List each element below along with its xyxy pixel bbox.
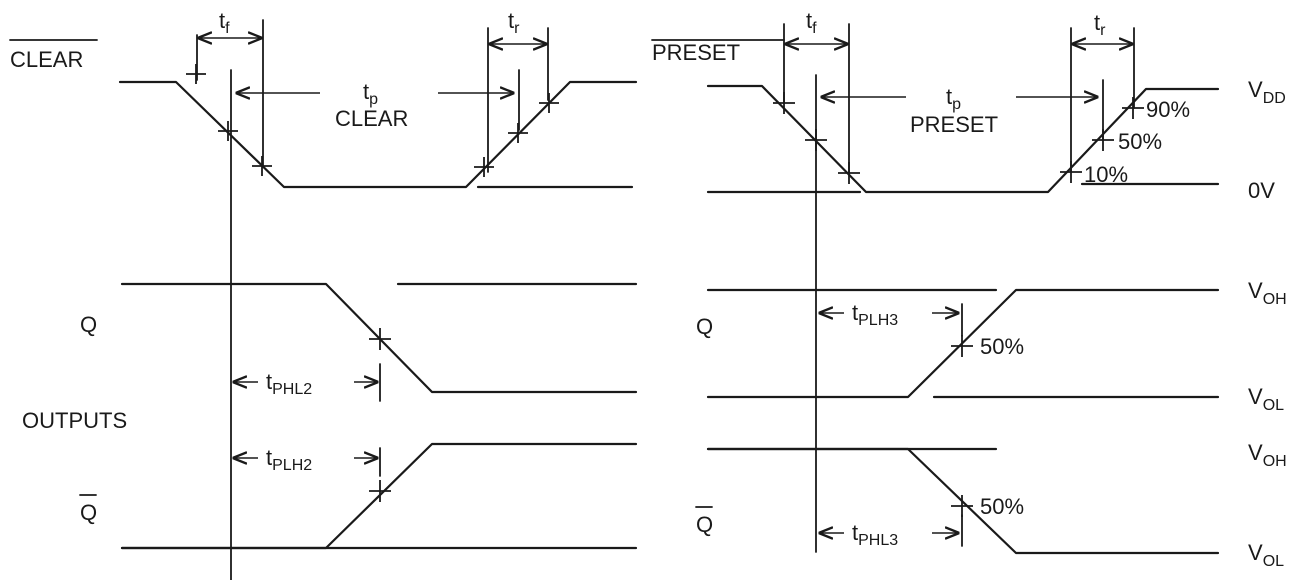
- voh-label-q: VOH: [1248, 278, 1287, 308]
- pct-90-label: 90%: [1146, 97, 1190, 122]
- clear-tp-name: CLEAR: [335, 106, 408, 131]
- preset-qbar-label: Q: [696, 512, 713, 537]
- pct-10-label: 10%: [1084, 162, 1128, 187]
- preset-tf-label: tf: [806, 8, 817, 37]
- clear-waveform: [118, 80, 638, 189]
- clear-tf-label: tf: [219, 8, 230, 37]
- preset-qbar-50pct-tick: [951, 495, 973, 517]
- clear-label: CLEAR: [10, 47, 83, 72]
- preset-label: PRESET: [652, 40, 740, 65]
- preset-panel: PRESET tf tr tp PRESET: [651, 8, 1220, 555]
- preset-tp-name: PRESET: [910, 112, 998, 137]
- preset-qbar-50-label: 50%: [980, 494, 1024, 519]
- preset-tphl-label: tPHL3: [852, 520, 898, 549]
- vol-label-qbar: VOL: [1248, 540, 1284, 570]
- preset-qbar-waveform: [706, 447, 1220, 555]
- outputs-label: OUTPUTS: [22, 408, 127, 433]
- preset-q-50pct-tick: [951, 335, 973, 357]
- preset-q-label: Q: [696, 314, 713, 339]
- preset-tplh-label: tPLH3: [852, 300, 898, 329]
- clear-qbar-waveform: [120, 442, 638, 550]
- preset-q-waveform: [706, 288, 1220, 399]
- clear-qbar-50pct-tick: [369, 480, 391, 502]
- preset-tp-label: tp: [946, 84, 961, 113]
- vdd-label: VDD: [1248, 77, 1286, 107]
- clear-tplh-label: tPLH2: [266, 445, 312, 474]
- vol-label-q: VOL: [1248, 384, 1284, 414]
- zero-volt-label: 0V: [1248, 178, 1275, 203]
- clear-q-label: Q: [80, 312, 97, 337]
- preset-waveform: [706, 84, 1220, 194]
- preset-q-50-label: 50%: [980, 334, 1024, 359]
- clear-rise-ticks: [474, 93, 559, 177]
- clear-panel: CLEAR tf tr tp CLEAR: [9, 8, 638, 580]
- clear-tphl-label: tPHL2: [266, 369, 312, 398]
- clear-tr-label: tr: [508, 8, 520, 37]
- preset-tr-label: tr: [1094, 10, 1106, 39]
- clear-fall-ticks: [186, 64, 272, 176]
- pct-50-label: 50%: [1118, 129, 1162, 154]
- voltage-levels: VDD 0V VOH VOL VOH VOL: [1248, 77, 1287, 570]
- voh-label-qbar: VOH: [1248, 440, 1287, 470]
- clear-tp-label: tp: [363, 79, 378, 108]
- clear-qbar-label: Q: [80, 500, 97, 525]
- clear-q-50pct-tick: [369, 328, 391, 350]
- clear-q-waveform: [120, 282, 638, 394]
